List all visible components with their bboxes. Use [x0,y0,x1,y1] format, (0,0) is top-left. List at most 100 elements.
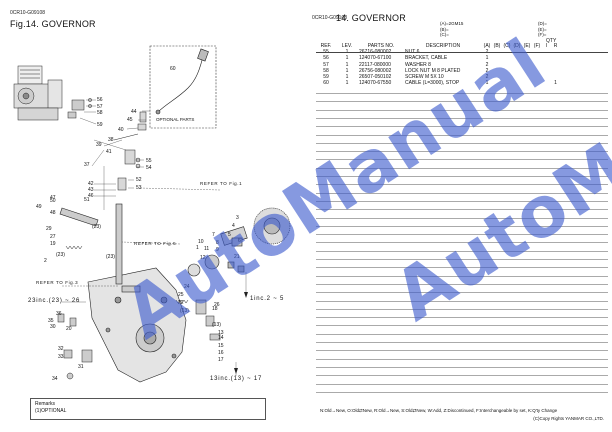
page-code: 0CR10-G09108 [312,15,348,21]
cell-lev: 1 [345,80,349,87]
table-row: 57 1 22117-080000 WASHER 8 2 [316,62,560,68]
callout: 52 [136,177,142,183]
col-qty-f: (F) [533,43,541,50]
col-r: R [553,43,558,50]
callout: 56 [97,97,103,103]
callout: 43 [88,187,94,193]
callout: 11 [204,246,209,252]
callout: 4 [232,223,235,229]
row-line [316,366,608,368]
callout: 30 [50,324,56,330]
table-row: 56 1 124070-67100 BRACKET, CABLE 1 [316,55,560,61]
callout: (23) [92,224,101,230]
cell-ref: 56 [323,55,329,62]
cell-description: SCREW M 5X 10 [405,74,444,81]
row-line [316,117,608,119]
row-line [316,225,608,227]
option-c: (C)= [440,32,449,37]
row-line [316,109,608,111]
callout: 6 [238,238,241,244]
option-f: (F)= [538,32,547,37]
callout: 16 [218,350,224,356]
row-line [316,242,608,244]
callout: 36 [56,311,62,317]
option-e: (E)= [538,26,547,32]
model-options-right: (D)= (E)= (F)= [538,21,547,38]
exploded-diagram: 60 56 57 58 59 44 45 40 38 39 41 37 55 5… [13,45,291,383]
cell-qty-a: 1 [485,80,489,87]
callout: 51 [84,197,90,203]
parts-table: REF. LEV. PARTS NO. DESCRIPTION (A) (B) … [316,43,560,86]
option-d: (D)= [538,21,547,26]
option-a: (A)=2GM15 [440,21,464,26]
callout: 53 [136,185,142,191]
row-line [316,192,608,194]
governor-housing [87,267,187,383]
callout: 20 [66,326,72,332]
callout: (13) [212,322,221,328]
callout: 58 [97,110,103,116]
callout: (23) [56,252,65,258]
parts-table-header: REF. LEV. PARTS NO. DESCRIPTION (A) (B) … [316,43,560,49]
row-line [316,234,608,236]
callout: 12 [200,255,206,261]
callout: 35 [48,318,54,324]
callout: (13) [180,308,189,314]
row-line [316,167,608,169]
row-line [316,391,608,393]
callout: 5 [228,232,231,238]
option-b: (B)= [440,26,449,32]
table-row: 60 1 124070-67550 CABLE (L=3000), STOP 1… [316,80,560,86]
cell-lev: 1 [345,55,349,62]
callout: 47 [50,195,56,201]
copyright: (C)Copy Rights YANMAR CO.,LTD. [533,416,604,421]
callout: 18 [212,306,218,312]
callout: 2 [44,258,47,264]
cell-description: WASHER 8 [405,61,431,68]
row-line [316,375,608,377]
callout: 27 [50,234,56,240]
range-label-1: 1inc.2 ~ 5 [250,296,284,302]
cable-bracket [67,98,92,119]
right-page: 0CR10-G09108 14. GOVERNOR (A)=2GM15 (B)=… [306,0,612,432]
row-line [316,267,608,269]
row-line [316,317,608,319]
col-qty-a: (A) [483,43,491,50]
row-line [316,342,608,343]
row-line [316,176,608,177]
table-row: 58 1 26756-080002 LOCK NUT M 8 PLATED 2 [316,68,560,74]
refer-label-fig1: REFER TO Fig.1 [200,181,242,186]
callout: 48 [50,210,56,216]
callout: 22 [178,300,184,306]
callout: 44 [131,109,137,115]
page-title: Fig.14. GOVERNOR [10,19,96,29]
cell-part-no: 22117-080000 [359,61,391,68]
callout: 34 [52,376,58,382]
row-line [316,209,608,211]
callout: 45 [127,117,133,123]
range-label-23: 23inc.(23) ~ 26 [28,298,80,304]
row-line [316,325,608,327]
cell-description: CABLE (L=3000), STOP [405,80,460,87]
col-qty-c: (C) [503,43,511,50]
cell-qty-a: 2 [485,61,489,68]
callout: (23) [106,254,115,260]
callout: 25 [178,292,184,298]
callout: 39 [96,142,102,148]
col-lev: LEV. [341,43,353,50]
callout: 38 [108,137,114,143]
qty-header: QTY [546,38,557,44]
refer-label-fig3: REFER TO Fig.3 [36,280,78,285]
callout: 1 [196,245,199,251]
callout: 14 [218,335,224,341]
cell-ref: 58 [323,67,329,74]
remarks-title: Remarks [35,401,56,407]
cell-ref: 60 [323,80,329,87]
callout: 10 [198,239,204,245]
callout: 46 [88,193,94,199]
cell-ref: 57 [323,61,329,68]
stop-cable [155,48,209,115]
cell-part-no: 26756-080002 [359,67,392,74]
col-ref: REF. [320,43,332,50]
callout: 8 [216,240,219,246]
